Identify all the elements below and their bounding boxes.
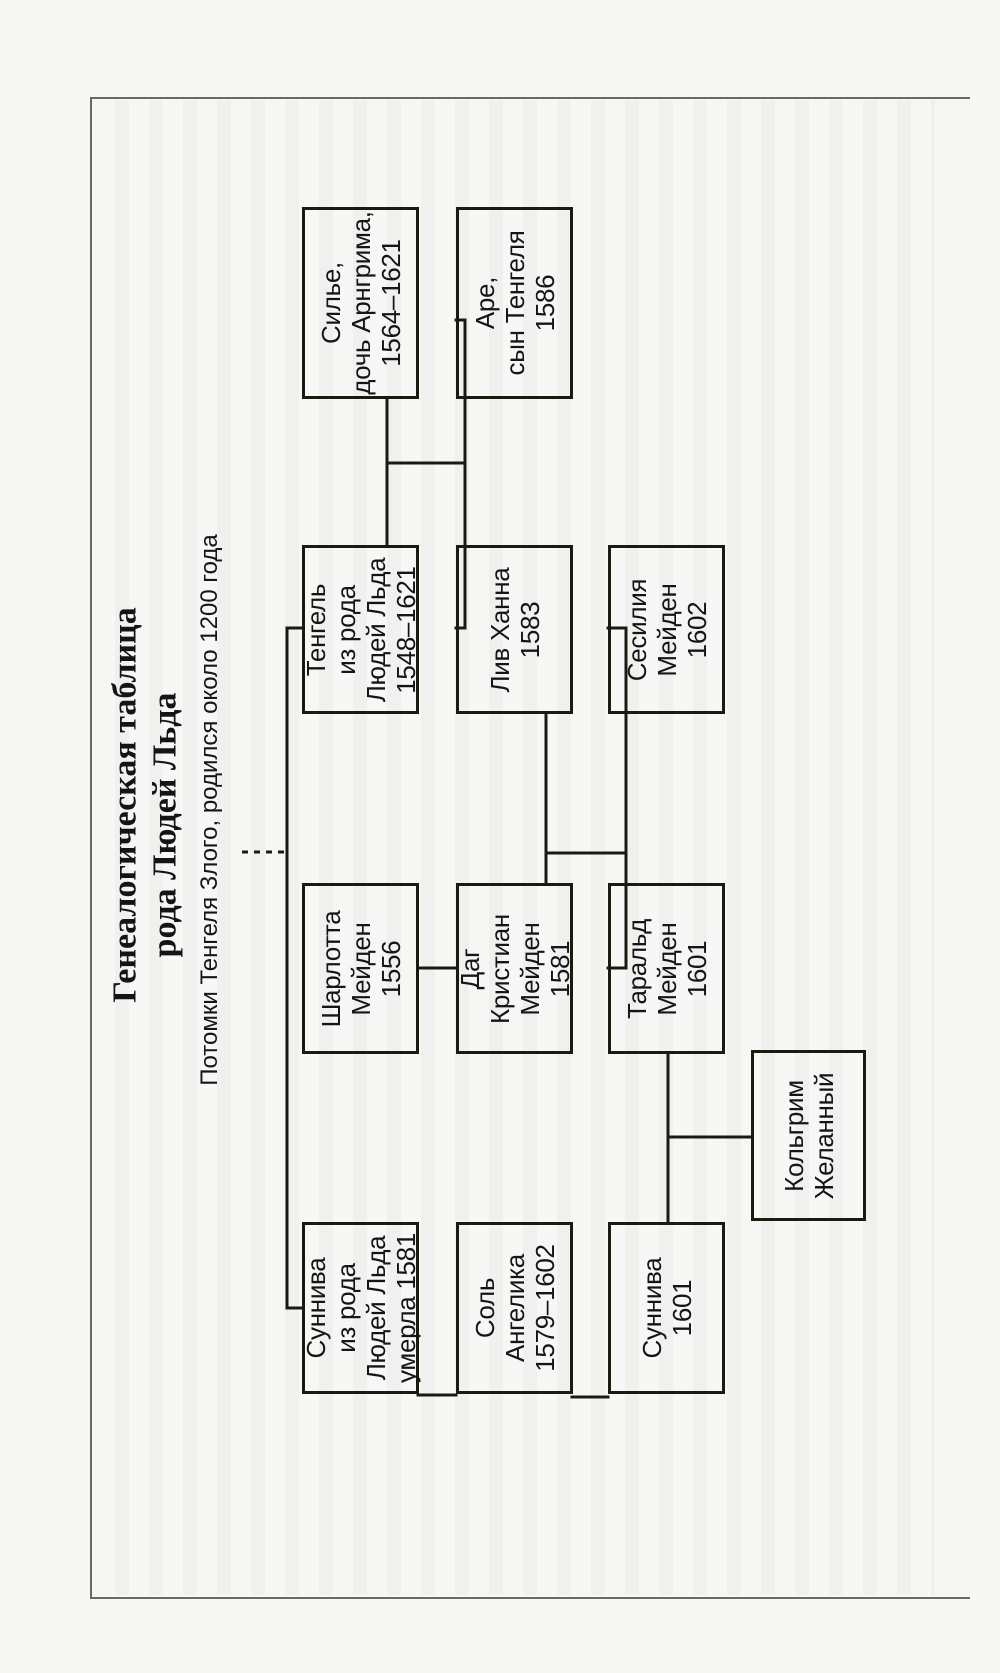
page-frame [90, 97, 970, 1599]
person-label: Кольгрим Желанный [778, 1072, 839, 1199]
person-label: Сесилия Мейден 1602 [621, 578, 712, 681]
person-label: Соль Ангелика 1579–1602 [469, 1244, 560, 1372]
person-box-tengel: Тенгель из рода Людей Льда 1548–1621 [300, 545, 421, 714]
person-box-cecilie: Сесилия Мейден 1602 [608, 545, 725, 714]
person-box-dag: Даг Кристиан Мейден 1581 [454, 883, 575, 1054]
person-label: Лив Ханна 1583 [484, 567, 545, 692]
person-box-are: Аре, сын Тенгеля 1586 [456, 207, 573, 399]
person-label: Аре, сын Тенгеля 1586 [469, 230, 560, 376]
person-label: Силье, дочь Арнгрима, 1564–1621 [315, 211, 406, 395]
person-box-tarald: Таральд Мейден 1601 [608, 883, 725, 1054]
person-label: Таральд Мейден 1601 [621, 918, 712, 1019]
person-box-charlotte: Шарлотта Мейден 1556 [302, 883, 419, 1054]
person-box-liv: Лив Ханна 1583 [456, 545, 573, 714]
person-label: Суннива из рода Людей Льда умерла 1581 [300, 1232, 421, 1384]
person-label: Даг Кристиан Мейден 1581 [454, 913, 575, 1024]
are-liv-sibling-line [454, 318, 467, 630]
person-box-sunniva-elder: Суннива из рода Людей Льда умерла 1581 [300, 1222, 421, 1394]
person-box-sunniva-1601: Суннива 1601 [608, 1222, 725, 1394]
person-box-sol: Соль Ангелика 1579–1602 [456, 1222, 573, 1394]
spine-line [285, 626, 304, 1310]
person-label: Суннива 1601 [636, 1257, 697, 1359]
person-box-kolgrim: Кольгрим Желанный [751, 1050, 866, 1221]
person-box-silje: Силье, дочь Арнгрима, 1564–1621 [302, 207, 419, 399]
cecilie-tarald-sibling-line [606, 626, 628, 970]
person-label: Тенгель из рода Людей Льда 1548–1621 [300, 557, 421, 702]
person-label: Шарлотта Мейден 1556 [315, 910, 406, 1027]
